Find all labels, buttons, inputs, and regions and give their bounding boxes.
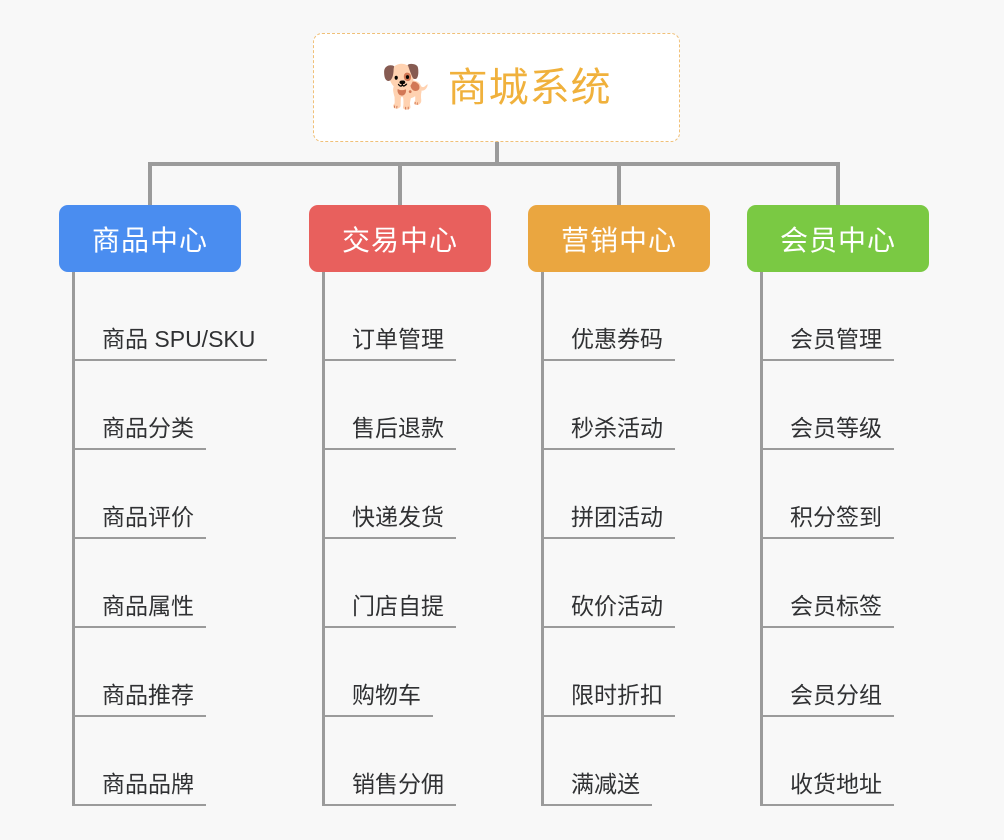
leaf-node-label: 限时折扣 [541, 682, 675, 717]
category-node-member-center[interactable]: 会员中心 [747, 205, 929, 272]
leaf-node-label: 商品评价 [72, 504, 206, 539]
leaf-node[interactable]: 商品分类 [72, 361, 206, 450]
horizontal-bus-line [148, 162, 840, 166]
leaf-node-label: 订单管理 [322, 326, 456, 361]
leaf-node[interactable]: 积分签到 [760, 450, 894, 539]
leaf-node[interactable]: 会员等级 [760, 361, 894, 450]
leaf-node[interactable]: 商品属性 [72, 539, 206, 628]
category-node-label: 营销中心 [560, 224, 677, 256]
leaf-node-label: 快递发货 [322, 504, 456, 539]
root-node[interactable]: 🐕 商城系统 [313, 33, 680, 142]
leaf-rail-marketing-center [541, 272, 544, 806]
leaf-rail-product-center [72, 272, 75, 806]
root-stem-line [494, 142, 499, 166]
leaf-node[interactable]: 会员分组 [760, 628, 894, 717]
leaf-node-label: 秒杀活动 [541, 415, 675, 450]
leaf-node-label: 砍价活动 [541, 593, 675, 628]
leaf-node[interactable]: 快递发货 [322, 450, 456, 539]
leaf-node-label: 门店自提 [322, 593, 456, 628]
leaf-node-label: 销售分佣 [322, 771, 456, 806]
branch-drop-line-member-center [836, 162, 840, 205]
category-node-label: 商品中心 [91, 224, 208, 256]
category-node-label: 交易中心 [341, 224, 458, 256]
leaf-node-label: 购物车 [322, 682, 433, 717]
leaf-node[interactable]: 会员标签 [760, 539, 894, 628]
leaf-node[interactable]: 商品 SPU/SKU [72, 272, 268, 361]
leaf-rail-trade-center [322, 272, 325, 806]
leaf-node[interactable]: 秒杀活动 [541, 361, 675, 450]
leaf-node[interactable]: 购物车 [322, 628, 433, 717]
leaf-node[interactable]: 商品评价 [72, 450, 206, 539]
leaf-node-label: 商品 SPU/SKU [72, 326, 268, 361]
leaf-node-label: 会员管理 [760, 326, 894, 361]
category-node-product-center[interactable]: 商品中心 [59, 205, 241, 272]
leaf-node[interactable]: 售后退款 [322, 361, 456, 450]
leaf-node-label: 会员等级 [760, 415, 894, 450]
leaf-node[interactable]: 限时折扣 [541, 628, 675, 717]
leaf-node-label: 商品推荐 [72, 682, 206, 717]
branch-drop-line-product-center [148, 162, 152, 205]
category-node-trade-center[interactable]: 交易中心 [309, 205, 491, 272]
leaf-node[interactable]: 门店自提 [322, 539, 456, 628]
leaf-node-label: 商品品牌 [72, 771, 206, 806]
leaf-node[interactable]: 砍价活动 [541, 539, 675, 628]
category-node-marketing-center[interactable]: 营销中心 [528, 205, 710, 272]
leaf-node[interactable]: 订单管理 [322, 272, 456, 361]
leaf-node-label: 售后退款 [322, 415, 456, 450]
leaf-node[interactable]: 收货地址 [760, 717, 894, 806]
leaf-node[interactable]: 优惠券码 [541, 272, 675, 361]
root-node-label: 商城系统 [447, 65, 612, 110]
leaf-node-label: 收货地址 [760, 771, 894, 806]
category-node-label: 会员中心 [779, 224, 896, 256]
leaf-rail-member-center [760, 272, 763, 806]
leaf-node[interactable]: 销售分佣 [322, 717, 456, 806]
leaf-node-label: 满减送 [541, 771, 652, 806]
shiba-inu-dog-face-icon: 🐕 [381, 62, 434, 110]
leaf-node[interactable]: 商品品牌 [72, 717, 206, 806]
leaf-node-label: 优惠券码 [541, 326, 675, 361]
branch-drop-line-marketing-center [617, 162, 621, 205]
leaf-node[interactable]: 拼团活动 [541, 450, 675, 539]
branch-drop-line-trade-center [398, 162, 402, 205]
leaf-node[interactable]: 会员管理 [760, 272, 894, 361]
leaf-node-label: 会员分组 [760, 682, 894, 717]
leaf-node-label: 拼团活动 [541, 504, 675, 539]
leaf-node[interactable]: 满减送 [541, 717, 652, 806]
leaf-node-label: 商品属性 [72, 593, 206, 628]
leaf-node-label: 商品分类 [72, 415, 206, 450]
leaf-node-label: 积分签到 [760, 504, 894, 539]
leaf-node-label: 会员标签 [760, 593, 894, 628]
leaf-node[interactable]: 商品推荐 [72, 628, 206, 717]
